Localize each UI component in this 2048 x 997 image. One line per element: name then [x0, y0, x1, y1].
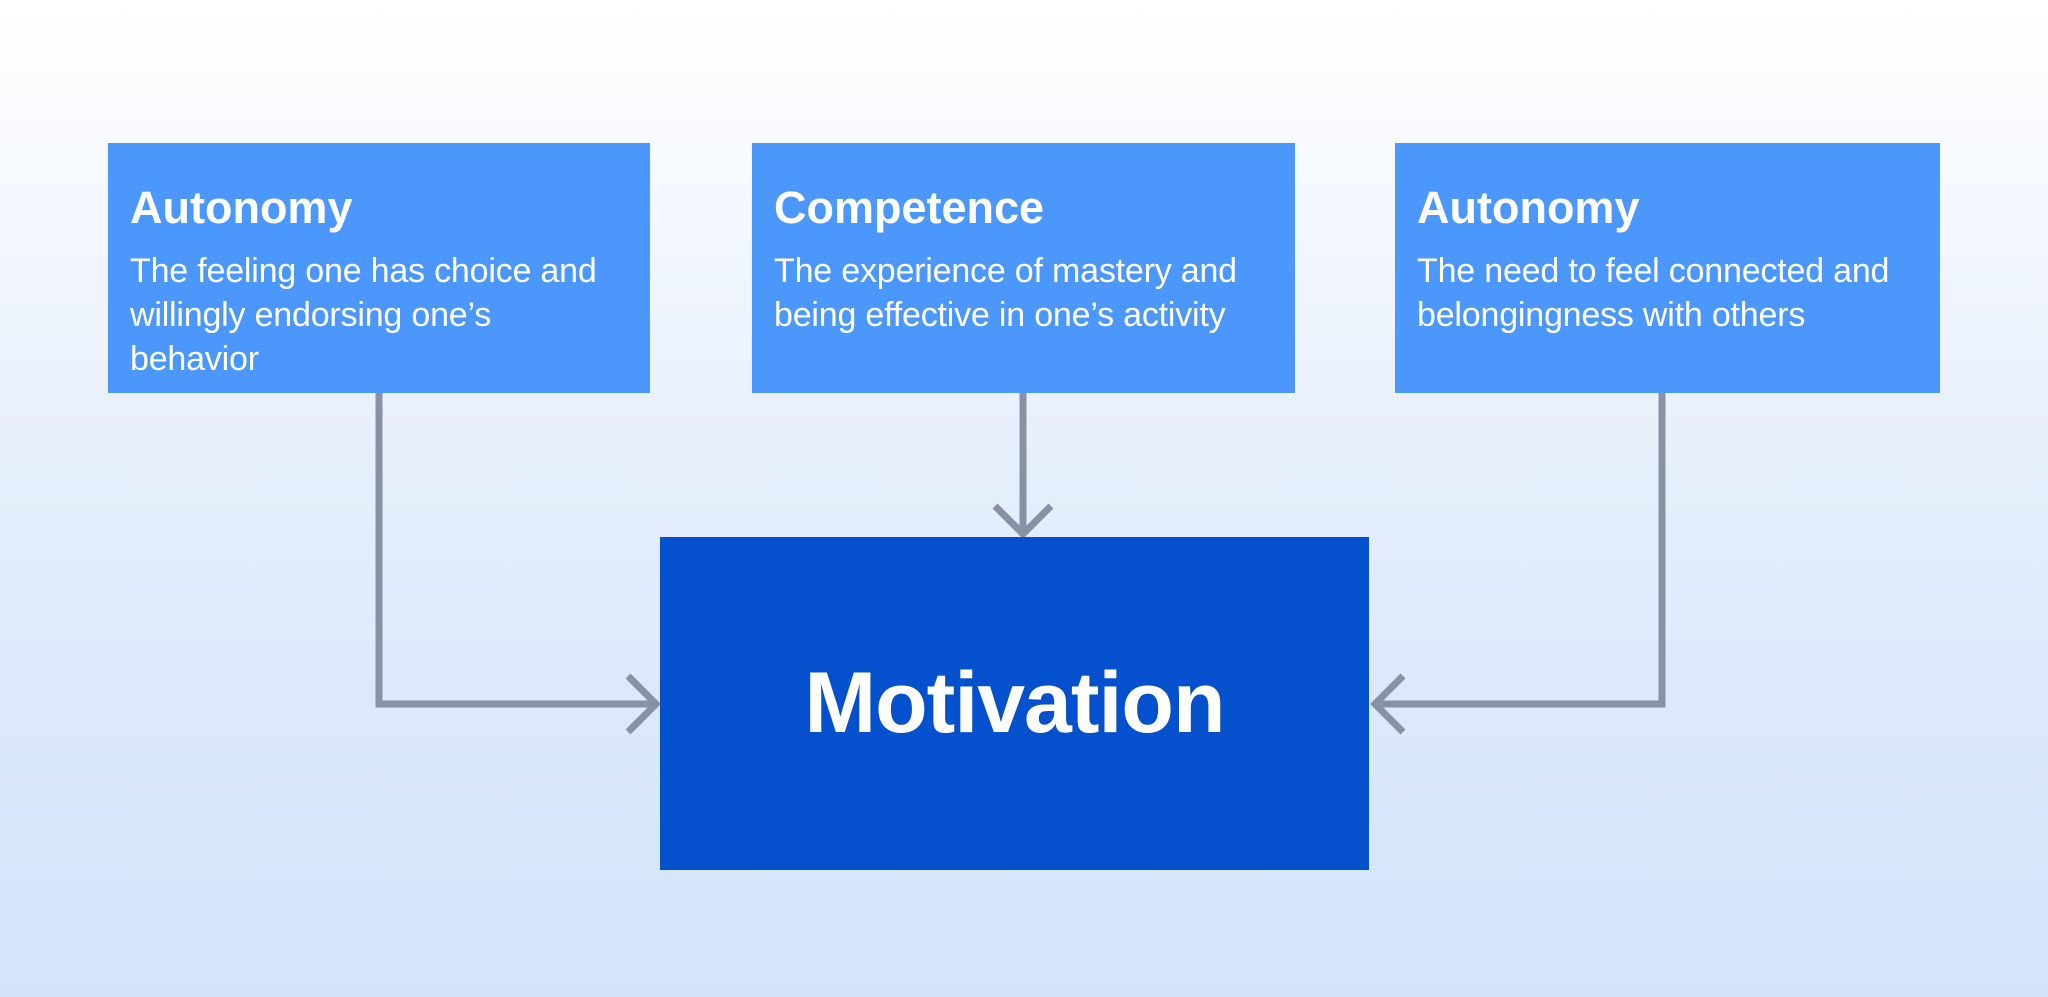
factor-box-competence: Competence The experience of mastery and…: [752, 143, 1295, 393]
factor-title: Competence: [774, 182, 1045, 233]
factor-title: Autonomy: [1417, 182, 1640, 233]
arrow-left-head-icon: [1370, 673, 1406, 735]
motivation-label: Motivation: [804, 655, 1226, 751]
motivation-box: Motivation: [660, 537, 1369, 870]
factor-box-autonomy-1: Autonomy The feeling one has choice and …: [108, 143, 650, 393]
factor-description: The feeling one has choice and willingly…: [130, 252, 597, 379]
arrow-right-factor-to-motivation: [1370, 393, 1666, 735]
factor-description: The need to feel connected and belonging…: [1417, 252, 1890, 335]
arrow-left-factor-to-motivation: [375, 393, 661, 735]
arrow-right-head-icon: [625, 673, 661, 735]
factor-box-autonomy-2: Autonomy The need to feel connected and …: [1395, 143, 1940, 393]
factor-description: The experience of mastery and being effe…: [774, 252, 1237, 335]
arrow-middle-factor-to-motivation: [992, 393, 1054, 539]
arrow-down-head-icon: [992, 503, 1054, 539]
factor-title: Autonomy: [130, 182, 353, 233]
